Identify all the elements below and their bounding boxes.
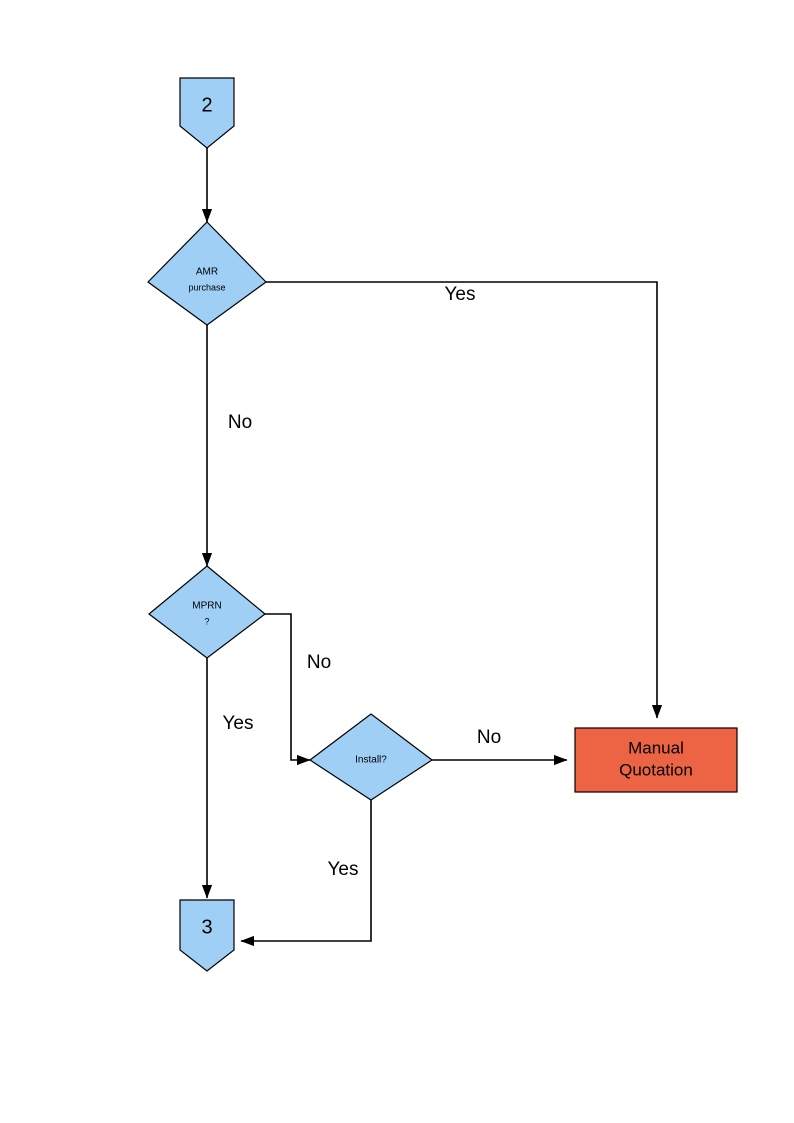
manual-quotation-label-line2: Quotation [619,760,693,779]
install-decision-shape [308,713,434,801]
edge-amr-yes [266,281,663,719]
install-decision-label: Install? [355,755,387,766]
edge-label-amr-no: No [228,412,252,433]
node-manual-quotation[interactable]: Manual Quotation [574,727,738,793]
node-install-decision[interactable]: Install? [308,713,434,801]
connector-out-shape [179,899,235,972]
amr-decision-label-line2: purchase [188,282,225,292]
mprn-decision-label-line1: MPRN [192,601,221,612]
edge-mprn-no [265,613,311,766]
edge-label-install-no: No [477,727,501,748]
node-amr-decision[interactable]: AMR purchase [147,221,267,326]
node-mprn-decision[interactable]: MPRN ? [148,565,266,659]
mprn-decision-label-line2: ? [204,616,209,626]
edge-label-mprn-no: No [307,652,331,673]
connector-in-label: 2 [201,94,212,116]
edge-install-yes [240,800,372,947]
node-connector-out[interactable]: 3 [179,899,235,972]
node-connector-in[interactable]: 2 [179,77,235,149]
mprn-decision-shape [148,565,266,659]
manual-quotation-shape [574,727,738,793]
connector-in-shape [179,77,235,149]
manual-quotation-label-line1: Manual [628,738,684,757]
edge-label-install-yes: Yes [328,859,359,880]
connector-out-label: 3 [201,916,212,938]
edge-label-mprn-yes: Yes [223,713,254,734]
amr-decision-label-line1: AMR [196,267,218,278]
amr-decision-shape [147,221,267,326]
edge-label-amr-yes: Yes [445,284,476,305]
